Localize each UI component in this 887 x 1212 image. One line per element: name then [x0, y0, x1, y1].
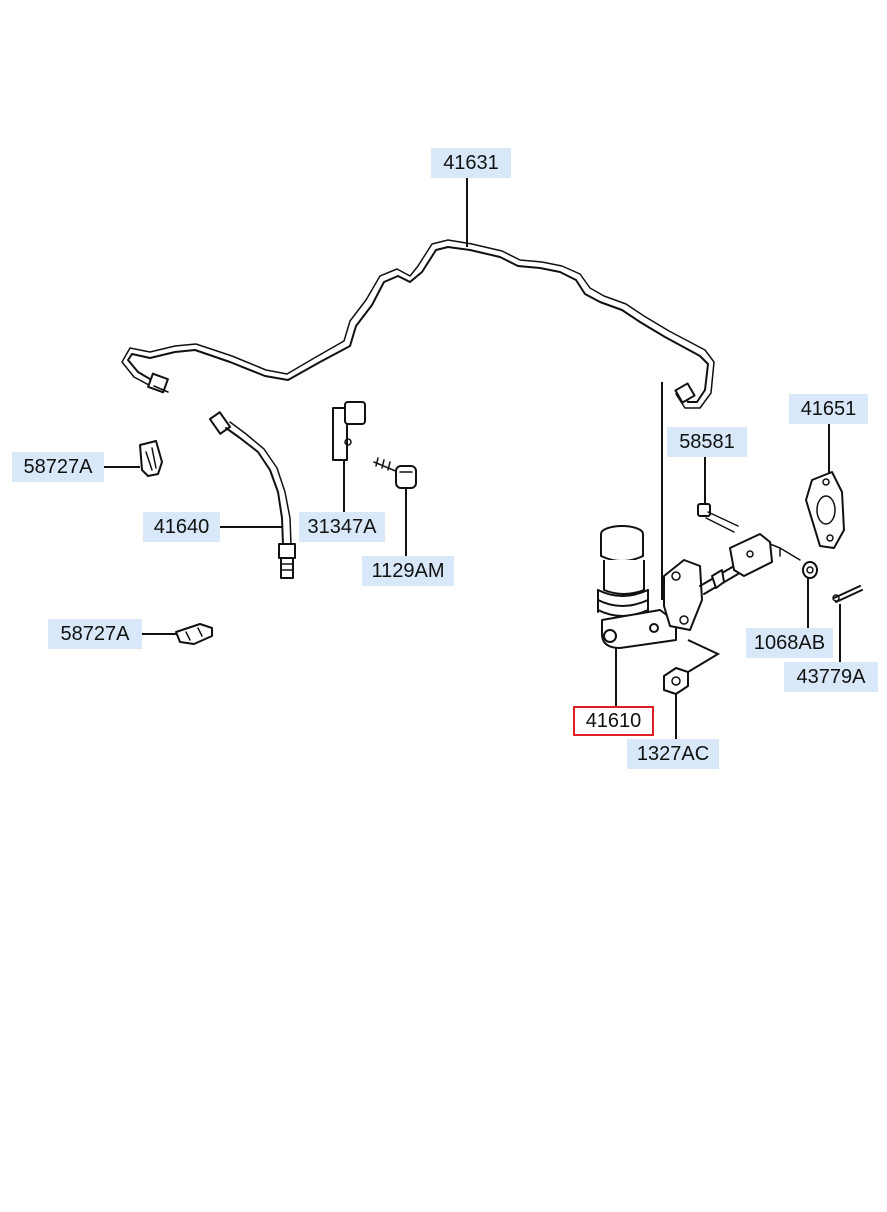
label-1068ab[interactable]: 1068AB [746, 628, 833, 658]
clip-58727a-bottom [175, 623, 213, 645]
leader-lines [104, 178, 841, 739]
label-58727a-top[interactable]: 58727A [12, 452, 104, 482]
label-1129am[interactable]: 1129AM [362, 556, 454, 586]
gasket-41651 [805, 471, 845, 549]
label-58727a-bottom[interactable]: 58727A [48, 619, 142, 649]
label-41651[interactable]: 41651 [789, 394, 868, 424]
clutch-line-41631 [121, 239, 715, 409]
label-43779a[interactable]: 43779A [784, 662, 878, 692]
bolt-1129am [373, 457, 417, 489]
clip-58727a-top [139, 440, 163, 477]
washer-1068ab [779, 547, 818, 579]
label-41631[interactable]: 41631 [431, 148, 511, 178]
clutch-hose-41640 [208, 411, 296, 579]
label-41640[interactable]: 41640 [143, 512, 220, 542]
label-1327ac[interactable]: 1327AC [627, 739, 719, 769]
nut-1327ac [663, 667, 689, 695]
label-58581[interactable]: 58581 [667, 427, 747, 457]
label-41610-selected[interactable]: 41610 [573, 706, 654, 736]
split-pin-43779a [832, 585, 863, 603]
label-31347a[interactable]: 31347A [299, 512, 385, 542]
bracket-31347a [332, 401, 366, 461]
master-cylinder-41610 [597, 525, 781, 649]
pin-58581 [697, 503, 739, 533]
